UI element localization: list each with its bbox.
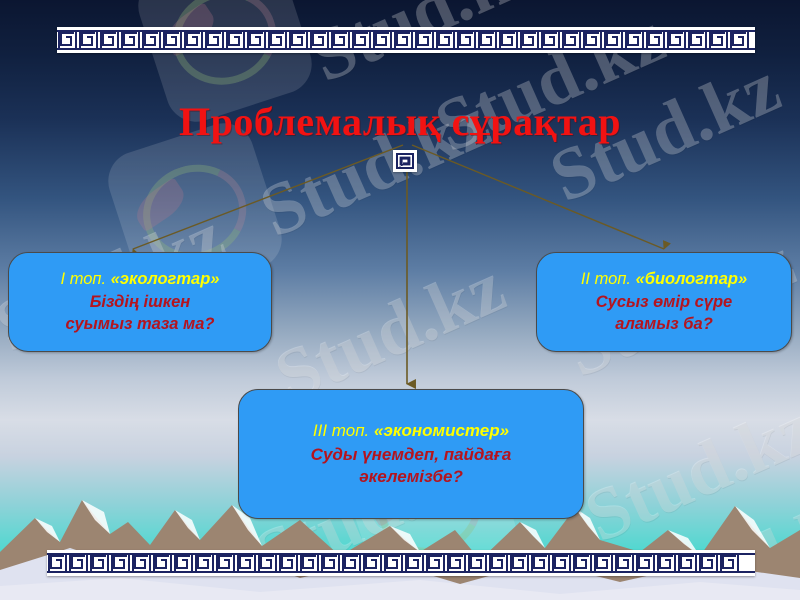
group-label: I топ.: [60, 269, 107, 288]
question-line: аламыз ба?: [615, 314, 713, 333]
arrow-to-box2: [411, 144, 672, 250]
question-text: Біздің ішкен суымыз таза ма?: [65, 292, 214, 335]
group-name: «экономистер»: [374, 420, 510, 440]
group-name: «биологтар»: [635, 269, 748, 288]
question-box-economists[interactable]: III топ. «экономистер» Суды үнемдеп, пай…: [238, 389, 584, 519]
question-line: әкелемізбе?: [359, 467, 463, 487]
group-label: III топ.: [312, 420, 370, 440]
group-heading: II топ. «биологтар»: [581, 269, 747, 290]
group-heading: III топ. «экономистер»: [313, 420, 509, 441]
greek-key-border-top: [57, 27, 755, 53]
greek-key-border-bottom: [47, 550, 755, 576]
group-heading: I топ. «экологтар»: [61, 269, 220, 290]
greek-key-motif-center: [393, 150, 417, 172]
question-line: Сусыз өмір сүре: [595, 293, 733, 312]
question-line: Біздің ішкен: [89, 293, 191, 312]
question-text: Сусыз өмір сүре аламыз ба?: [596, 292, 733, 335]
question-box-ecologists[interactable]: I топ. «экологтар» Біздің ішкен суымыз т…: [8, 252, 272, 352]
slide-title: Проблемалық сұрақтар: [178, 99, 622, 144]
group-name: «экологтар»: [110, 269, 220, 288]
question-text: Суды үнемдеп, пайдаға әкелемізбе?: [311, 444, 512, 488]
question-box-biologists[interactable]: II топ. «биологтар» Сусыз өмір сүре алам…: [536, 252, 792, 352]
group-label: II топ.: [580, 269, 631, 288]
question-line: Суды үнемдеп, пайдаға: [310, 445, 512, 465]
arrow-to-box1: [131, 144, 404, 258]
question-line: суымыз таза ма?: [65, 314, 215, 333]
